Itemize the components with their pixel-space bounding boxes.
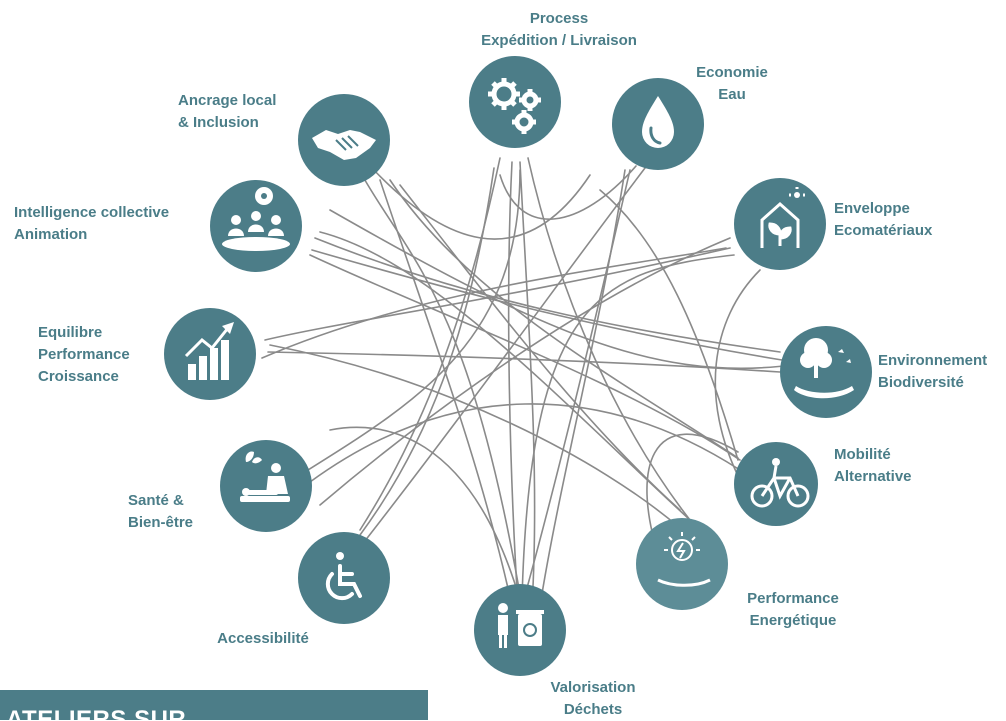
label-energie: Performance Energétique (728, 588, 858, 632)
water-drop-icon (642, 96, 674, 148)
label-ancrage: Ancrage local & Inclusion (178, 90, 298, 134)
node-circle (220, 440, 312, 532)
connection-curve (499, 165, 637, 220)
label-line: Croissance (38, 368, 119, 385)
label-line: Accessibilité (217, 630, 309, 647)
banner-text: ATELIERS SUR (6, 706, 187, 720)
node-intelligence (210, 180, 302, 272)
connection-curve (521, 169, 631, 607)
label-line: Biodiversité (878, 374, 964, 391)
greenhouse-plant-icon (760, 187, 805, 248)
massage-icon (240, 451, 290, 502)
connection-curve (361, 174, 523, 607)
node-performance (164, 308, 256, 400)
node-circle (734, 178, 826, 270)
connection-curve (314, 237, 781, 353)
label-line: Ecomatériaux (834, 222, 933, 239)
label-line: Environnement (878, 352, 988, 369)
connection-curve (349, 167, 646, 561)
label-performance: Equilibre Performance Croissance (38, 322, 158, 388)
connection-curve (599, 189, 739, 461)
connection-curve (714, 269, 761, 481)
tree-hand-icon (794, 338, 854, 399)
label-enveloppe: Enveloppe Ecomatériaux (834, 198, 974, 242)
wheelchair-icon (325, 552, 362, 601)
node-circle (636, 518, 728, 610)
label-line: Expédition / Livraison (481, 32, 637, 49)
label-line: Process (529, 10, 589, 27)
recycle-bin-icon (498, 603, 544, 648)
bicycle-icon (750, 458, 810, 508)
connection-curve (329, 426, 521, 601)
connection-curve (389, 179, 739, 459)
node-circle (780, 326, 872, 418)
connection-curve (269, 344, 681, 529)
node-circle (298, 532, 390, 624)
connection-curve (261, 247, 727, 359)
node-process (469, 56, 561, 148)
node-enveloppe (734, 178, 826, 270)
node-eau (612, 78, 704, 170)
connection-curve (329, 209, 785, 369)
label-line: Ancrage local (178, 92, 277, 109)
label-line: Performance (38, 346, 130, 363)
connection-curve (359, 167, 495, 536)
label-mobilite: Mobilité Alternative (834, 444, 954, 488)
label-dechets: Valorisation Déchets (532, 677, 654, 721)
connection-curve (646, 433, 739, 561)
connection-curves (261, 157, 785, 607)
connection-curve (311, 249, 783, 361)
connection-curve (299, 169, 521, 476)
connection-curve (309, 254, 741, 461)
connection-curve (309, 403, 741, 483)
label-line: Valorisation (550, 679, 636, 696)
node-dechets (474, 584, 566, 676)
label-line: Eau (718, 86, 746, 103)
label-line: Intelligence collective (14, 204, 170, 221)
connection-curve (519, 161, 536, 607)
meeting-icon (222, 187, 290, 251)
handshake-icon (312, 130, 376, 160)
connection-curve (264, 247, 731, 341)
connection-curve (379, 179, 513, 607)
connection-curve (539, 169, 626, 607)
label-line: Mobilité (834, 446, 891, 463)
node-ancrage (298, 94, 390, 186)
label-eau: Economie Eau (680, 62, 784, 106)
connection-curve (359, 157, 501, 531)
label-line: Bien-être (128, 514, 194, 531)
connection-curve (507, 161, 519, 607)
label-line: Animation (14, 226, 88, 243)
node-accessibilite (298, 532, 390, 624)
energy-hand-icon (657, 532, 711, 587)
connection-curve (371, 167, 591, 240)
connection-curve (319, 231, 691, 521)
gears-icon (488, 78, 541, 134)
label-line: Alternative (834, 468, 912, 485)
label-process: Process Expédition / Livraison (452, 8, 666, 52)
label-line: Energétique (749, 612, 837, 629)
bottom-banner: ATELIERS SUR (0, 690, 428, 720)
node-mobilite (734, 442, 818, 526)
label-line: Performance (747, 590, 839, 607)
label-line: & Inclusion (178, 114, 259, 131)
label-sante: Santé & Bien-être (128, 490, 218, 534)
label-line: Equilibre (38, 324, 103, 341)
connection-curve (527, 157, 691, 521)
label-line: Déchets (563, 701, 623, 718)
label-line: Economie (696, 64, 768, 81)
node-sante (220, 440, 312, 532)
label-line: Enveloppe (834, 200, 910, 217)
node-environnement (780, 326, 872, 418)
label-intelligence: Intelligence collective Animation (14, 202, 204, 246)
connection-curve (399, 184, 681, 511)
node-energie (636, 518, 728, 610)
growth-chart-icon (184, 322, 234, 380)
label-accessibilite: Accessibilité (196, 628, 330, 650)
label-environnement: Environnement Biodiversité (878, 350, 1004, 394)
label-line: Santé & (128, 492, 184, 509)
